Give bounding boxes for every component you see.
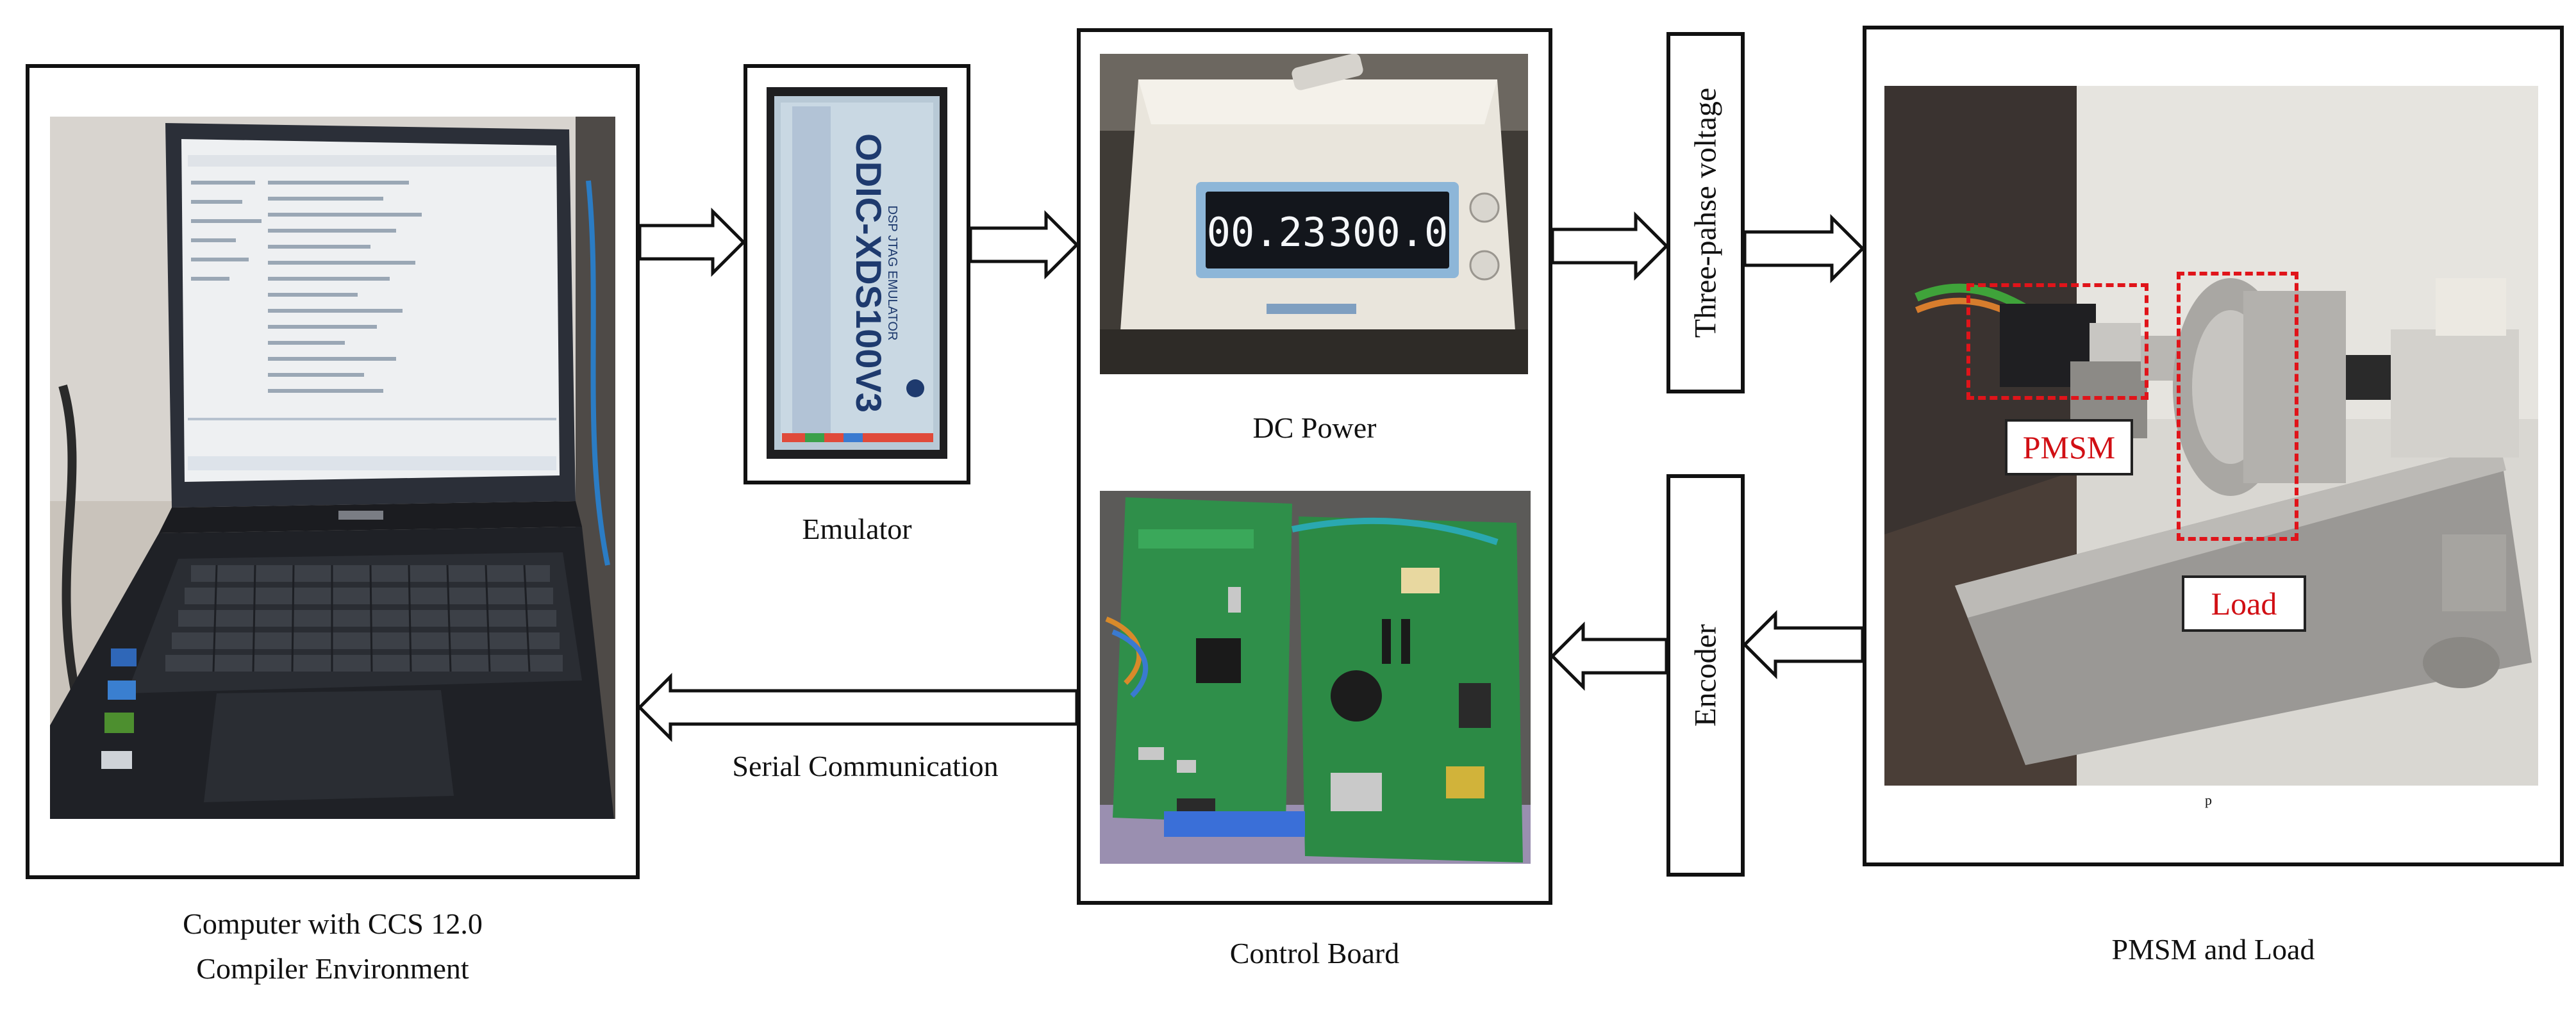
arrow-control-to-three-phase bbox=[1550, 211, 1669, 281]
dc-power-photo: 00.23 300.0 bbox=[1100, 54, 1528, 374]
emulator-device-subtext: DSP JTAG EMULATOR bbox=[885, 206, 899, 341]
three-phase-voltage-label: Three-pahse voltage bbox=[1666, 32, 1745, 393]
load-highlight-box bbox=[2177, 272, 2298, 541]
dc-display-current: 00.23 bbox=[1207, 209, 1327, 256]
arrow-encoder-to-control-board bbox=[1550, 621, 1668, 691]
computer-caption-line2: Compiler Environment bbox=[196, 952, 469, 985]
encoder-label: Encoder bbox=[1666, 474, 1745, 877]
arrow-three-phase-to-motor bbox=[1743, 213, 1865, 284]
motor-caption: PMSM and Load bbox=[2111, 933, 2315, 966]
pmsm-highlight-box bbox=[1966, 283, 2148, 400]
motor-footnote: p bbox=[2205, 792, 2212, 808]
computer-caption-line1: Computer with CCS 12.0 bbox=[183, 907, 483, 940]
pmsm-tag: PMSM bbox=[2005, 419, 2133, 475]
dc-power-caption: DC Power bbox=[1252, 411, 1377, 444]
emulator-photo: DSP JTAG EMULATOR ODIC-XDS100V3 bbox=[767, 87, 947, 459]
control-board-caption: Control Board bbox=[1229, 937, 1400, 970]
computer-photo bbox=[50, 117, 615, 819]
arrow-control-to-computer bbox=[637, 672, 1079, 743]
serial-communication-label: Serial Communication bbox=[732, 750, 999, 782]
load-tag: Load bbox=[2182, 575, 2306, 632]
dc-display-voltage: 300.0 bbox=[1329, 209, 1449, 256]
control-board-photo bbox=[1100, 491, 1531, 864]
motor-photo bbox=[1884, 86, 2538, 786]
arrow-computer-to-emulator bbox=[638, 207, 746, 277]
emulator-caption: Emulator bbox=[802, 513, 912, 545]
arrow-emulator-to-control-board bbox=[968, 210, 1079, 280]
emulator-device-text: ODIC-XDS100V3 bbox=[849, 133, 889, 413]
arrow-motor-to-encoder bbox=[1742, 609, 1865, 680]
